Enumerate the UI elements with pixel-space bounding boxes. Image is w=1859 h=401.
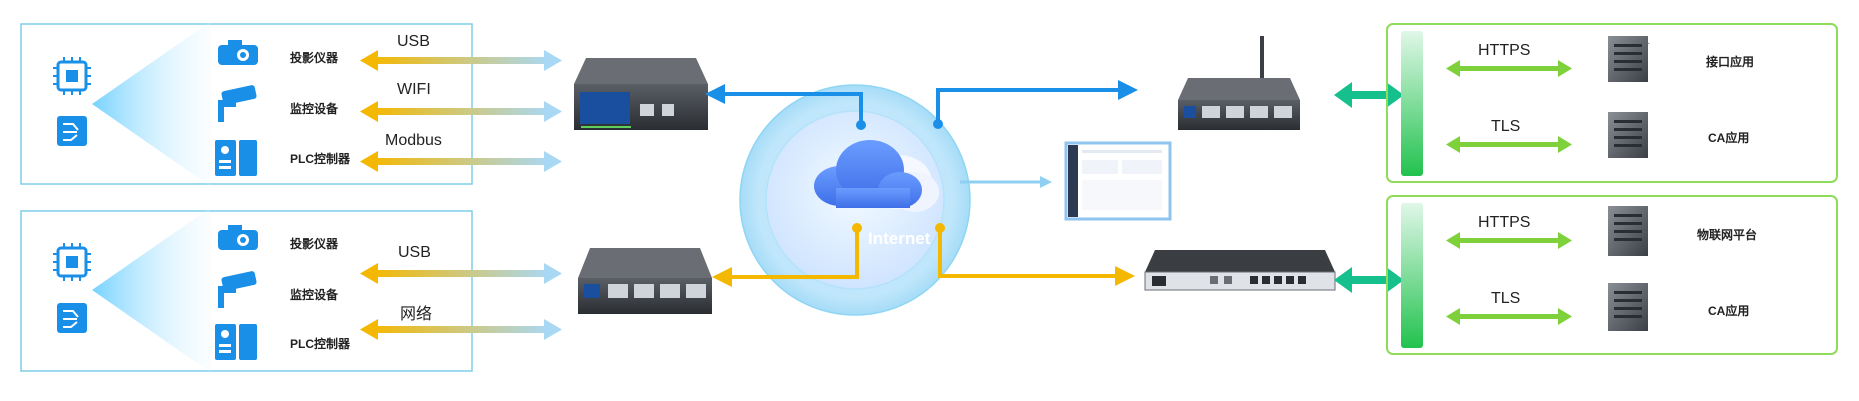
- protocol-label: TLS: [1491, 118, 1521, 135]
- right-panel-border: [1386, 195, 1838, 355]
- circuit-board-icon: [57, 303, 87, 333]
- arrow-head: [1040, 176, 1052, 188]
- plc-controller-icon: [215, 324, 257, 360]
- edge-gateway-device: [578, 248, 712, 314]
- internet-label: Internet: [868, 229, 931, 248]
- protocol-label: Modbus: [385, 132, 442, 149]
- connection-node: [933, 119, 943, 129]
- connection-line: [712, 228, 859, 287]
- connection-node: [852, 223, 862, 233]
- router-device: [1178, 36, 1300, 130]
- secure-link-arrow: [1446, 136, 1572, 153]
- server-label: 物联网平台: [1697, 228, 1758, 242]
- server-label: CA应用: [1708, 131, 1750, 145]
- projector-icon: [218, 225, 258, 250]
- signal-wedge: [92, 208, 210, 372]
- protocol-label: TLS: [1491, 290, 1521, 307]
- connection-line: [936, 80, 1138, 124]
- protocol-arrow: [360, 319, 562, 340]
- gateway-bar: [1401, 31, 1423, 176]
- chip-icon: [53, 57, 91, 95]
- protocol-label: HTTPS: [1478, 214, 1531, 231]
- server-label: 接口应用: [1706, 55, 1755, 69]
- server-icon: [1608, 283, 1648, 331]
- protocol-arrow: [360, 101, 562, 122]
- secure-link-arrow: [1446, 60, 1572, 77]
- server-label: CA应用: [1708, 304, 1750, 318]
- device-label: 监控设备: [290, 288, 339, 302]
- server-icon: [1608, 36, 1650, 82]
- protocol-arrow: [360, 263, 562, 284]
- left-panel-border: [20, 23, 473, 185]
- teal-double-arrow: [1334, 82, 1404, 108]
- device-label: 监控设备: [290, 102, 339, 116]
- rack-server-device: [1144, 250, 1336, 291]
- cctv-camera-icon: [218, 271, 257, 308]
- device-label: PLC控制器: [290, 337, 351, 351]
- connection-node: [856, 120, 866, 130]
- projector-icon: [218, 40, 258, 65]
- dashboard-thumbnail: [1064, 141, 1172, 221]
- connection-node: [935, 223, 945, 233]
- device-label: 投影仪器: [290, 51, 339, 65]
- secure-link-arrow: [1446, 308, 1572, 325]
- secure-link-arrow: [1446, 232, 1572, 249]
- protocol-label: USB: [397, 33, 430, 50]
- device-label: 投影仪器: [290, 237, 339, 251]
- server-icon: [1608, 206, 1648, 256]
- connection-line: [705, 84, 863, 124]
- device-label: PLC控制器: [290, 152, 351, 166]
- teal-double-arrow: [1334, 267, 1404, 293]
- left-panel-border: [20, 210, 473, 372]
- protocol-label: 网络: [400, 306, 433, 323]
- server-icon: [1608, 112, 1648, 158]
- protocol-label: USB: [398, 244, 431, 261]
- plc-controller-icon: [215, 140, 257, 176]
- circuit-board-icon: [57, 116, 87, 146]
- protocol-label: WIFI: [397, 81, 431, 98]
- gateway-bar: [1401, 203, 1423, 348]
- chip-icon: [53, 243, 91, 281]
- connection-line: [938, 228, 1135, 286]
- cloud-icon: [814, 140, 939, 212]
- signal-wedge: [92, 22, 210, 186]
- cctv-camera-icon: [218, 85, 257, 122]
- protocol-arrow: [360, 50, 562, 71]
- right-panel-border: [1386, 23, 1838, 183]
- protocol-label: HTTPS: [1478, 42, 1531, 59]
- edge-gateway-device: [574, 58, 708, 130]
- protocol-arrow: [360, 151, 562, 172]
